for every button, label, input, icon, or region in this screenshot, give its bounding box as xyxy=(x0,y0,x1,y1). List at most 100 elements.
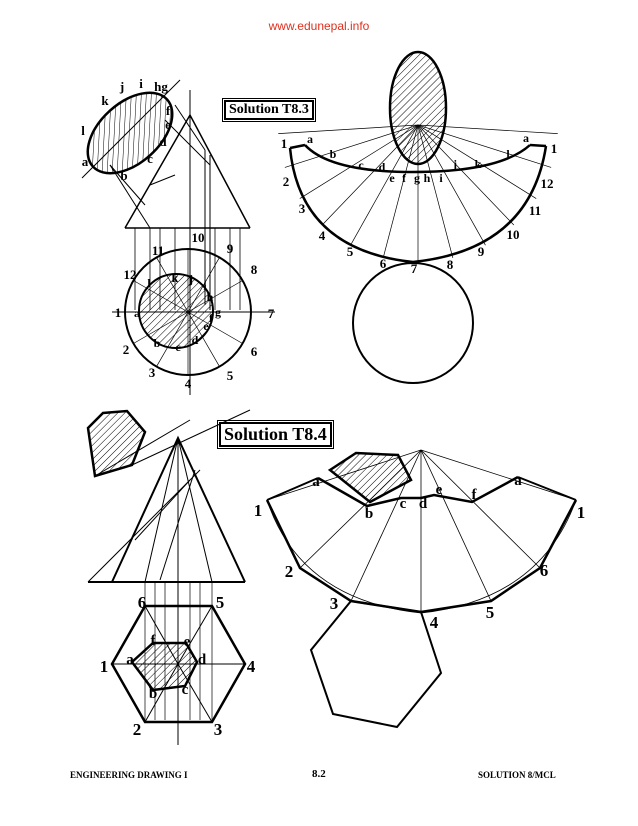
plan-outer-label: 9 xyxy=(227,241,234,256)
development-base-circle xyxy=(352,262,474,384)
development-outer-label: 10 xyxy=(507,227,520,242)
plan-inner-label: e xyxy=(184,634,191,650)
development-outer-label: 6 xyxy=(540,561,549,580)
plan-outer-label: 10 xyxy=(192,230,205,245)
plan-inner-label: l xyxy=(147,276,151,290)
section-label: j xyxy=(119,79,124,94)
plan-inner-label: g xyxy=(215,305,221,319)
plan-inner-label: d xyxy=(198,652,207,668)
development-outer-label: 8 xyxy=(447,257,454,272)
development-outer-label: 1 xyxy=(551,141,558,156)
generator-line xyxy=(284,124,419,168)
edge xyxy=(289,143,306,150)
plan-outer-label: 3 xyxy=(214,720,223,739)
development-outer-label: 9 xyxy=(478,244,485,259)
development-outer-label: 1 xyxy=(577,503,586,522)
hatched-section-pentagon xyxy=(327,451,413,504)
development-inner-label: c xyxy=(400,496,407,512)
plan-inner-label: c xyxy=(182,682,189,698)
development-inner-label: b xyxy=(365,506,373,522)
generator-line xyxy=(187,257,220,313)
projection-line xyxy=(131,409,251,466)
projection-line xyxy=(109,164,146,206)
projection-line xyxy=(94,419,191,477)
development-outer-label: 2 xyxy=(283,174,290,189)
development-inner-label: f xyxy=(402,171,407,185)
development-inner-label: b xyxy=(330,147,337,161)
plan-inner-label: b xyxy=(149,686,157,702)
cutting-line xyxy=(81,79,181,179)
development-inner-label: j xyxy=(452,157,457,171)
development-outer-label: 6 xyxy=(380,256,387,271)
development-inner-label: e xyxy=(436,482,443,498)
generator-line xyxy=(133,280,189,313)
generator-line xyxy=(187,311,243,344)
footer-page-number: 8.2 xyxy=(312,768,326,780)
development-inner-label: a xyxy=(514,473,522,489)
projection-line xyxy=(177,437,213,583)
plan-inner-label: a xyxy=(126,652,134,668)
development-outer-label: 2 xyxy=(285,562,294,581)
plan-outer-label: 1 xyxy=(115,305,122,320)
section-label: a xyxy=(82,154,89,169)
section-label: c xyxy=(147,151,153,166)
generator-line xyxy=(417,124,558,134)
development-inner-label: d xyxy=(419,496,428,512)
generator-line xyxy=(278,124,419,134)
development-outer-label: 1 xyxy=(281,136,288,151)
development-outer-label: 5 xyxy=(486,603,495,622)
development-outer-label: 4 xyxy=(430,613,439,632)
section-label: e xyxy=(165,117,171,132)
development-inner-label: h xyxy=(424,171,431,185)
development-outer-label: 11 xyxy=(529,203,541,218)
development-inner-label: i xyxy=(439,171,443,185)
plan-outer-label: 8 xyxy=(251,262,258,277)
generator-line xyxy=(187,280,243,313)
generator-line xyxy=(156,257,189,313)
projection-line xyxy=(149,174,176,186)
generator-line xyxy=(417,124,537,199)
generator-line xyxy=(420,449,577,501)
development-inner-label: a xyxy=(523,131,529,145)
development-outer-label: 3 xyxy=(299,201,306,216)
projection-line xyxy=(174,104,206,151)
section-label: f xyxy=(166,103,171,118)
development-section-polyline xyxy=(317,475,519,508)
development-outer-polyline xyxy=(265,499,578,614)
development-inner-label: c xyxy=(358,158,364,172)
development-arc xyxy=(266,499,577,614)
projection-line xyxy=(144,437,179,583)
plan-outer-label: 2 xyxy=(133,720,142,739)
development-inner-label: l xyxy=(506,147,510,161)
plan-outer-label: 7 xyxy=(268,306,275,321)
edge xyxy=(266,477,319,501)
hatched-section-ellipse xyxy=(86,91,174,175)
generator-line xyxy=(133,311,189,344)
plan-outer-label: 5 xyxy=(216,593,225,612)
development-inner-label: a xyxy=(312,474,320,490)
plan-inner-label: f xyxy=(209,311,214,325)
plan-outer-label: 12 xyxy=(124,267,137,282)
development-inner-label: k xyxy=(475,157,482,171)
generator-line xyxy=(382,124,419,258)
development-inner-label: d xyxy=(379,160,386,174)
generator-line xyxy=(299,124,419,199)
plan-inner-label: k xyxy=(172,271,179,285)
generator-line xyxy=(417,124,515,226)
development-inner-label: g xyxy=(414,171,420,185)
development-inner-label: a xyxy=(307,132,313,146)
plan-outer-label: 5 xyxy=(227,368,234,383)
generator-line xyxy=(321,124,419,226)
development-base-hexagon xyxy=(309,599,443,729)
plan-outer-label: 3 xyxy=(149,365,156,380)
generator-line xyxy=(417,124,486,246)
development-inner-label: e xyxy=(389,171,395,185)
development-outer-label: 3 xyxy=(330,594,339,613)
projection-line xyxy=(109,164,151,229)
generator-line xyxy=(420,449,541,569)
generator-line xyxy=(350,124,419,246)
plan-outer-label: 6 xyxy=(251,344,258,359)
development-inner-label: f xyxy=(472,487,478,503)
development-inner-curve xyxy=(304,144,531,174)
